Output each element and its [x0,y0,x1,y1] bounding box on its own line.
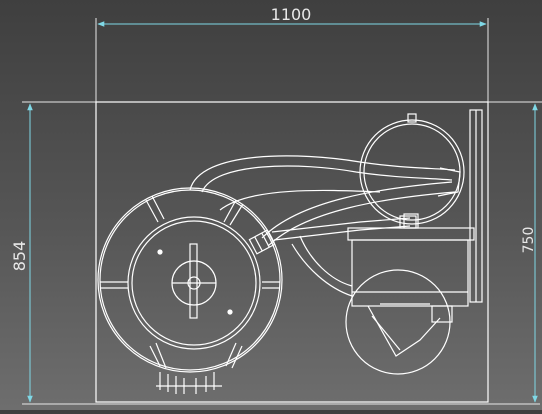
machine-geometry [95,101,489,403]
tank-bolt [227,309,233,315]
pipe-assembly [189,155,461,255]
tank-legs [159,372,215,394]
motor-arm [299,235,353,287]
motor-arm-2 [291,243,353,297]
dimension-text-width: 1100 [271,5,312,24]
tank-rib [229,203,244,226]
upper-tank-outer [359,119,465,225]
motor-body [351,239,469,307]
tank-rib [231,345,243,369]
upper-tank-lug [407,113,417,123]
dimension-text-height-frame: 750 [521,227,537,254]
feed-line-2 [273,225,411,241]
upper-tank-inner [363,123,461,221]
tank-rib [151,195,165,220]
pump-unit [345,269,453,375]
tank-rib [225,342,237,367]
tank-rib [223,199,237,223]
dimension-text-height-total: 854 [10,241,29,272]
pipe-middle [219,189,381,211]
feed-line [271,217,411,233]
dimension-height-total [22,101,540,405]
tank-basket [131,220,257,346]
upper-tank [359,113,465,229]
pipe-upper-inner [201,165,453,193]
pipe-upper-outer [189,155,456,191]
tank-rib [149,345,161,367]
tank-bolt [157,249,163,255]
pump-impeller [367,305,441,357]
tank-rib [145,199,159,223]
pump-vane [371,315,401,351]
motor-housing [291,227,475,307]
pipe-lower-inner [267,191,456,247]
tank-agitator-bar [189,243,198,319]
pipe-coupling [248,229,276,255]
round-tank [97,187,283,394]
dimension-width [95,18,489,102]
tank-inner-ring [127,216,261,350]
pipe-elbow [437,167,461,197]
pump-outlet [431,305,453,323]
pipe-lower-outer [261,181,453,239]
base-plate [95,101,489,403]
tank-rib [155,342,167,369]
